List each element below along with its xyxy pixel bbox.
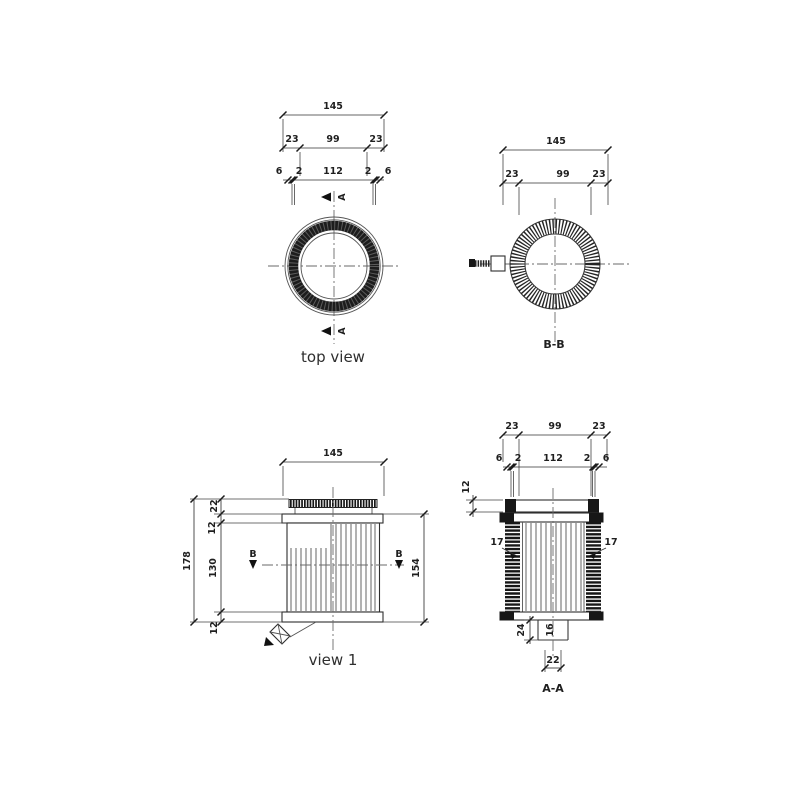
section-b-marker-right: B	[395, 549, 403, 569]
view1-dim-top-flange: 12	[207, 521, 218, 534]
aa-dim-wall-left: 6	[496, 453, 503, 464]
section-arrow-icon	[321, 326, 331, 336]
aa-dim-spout-bore: 16	[545, 623, 556, 637]
view1-dim-cap: 22	[209, 499, 220, 512]
view1-dim-178: 178	[182, 494, 199, 627]
top-view-seal-ring-knurl	[288, 220, 380, 312]
bb-drain-nozzle	[469, 255, 506, 272]
section-a-marker-bottom: A	[321, 326, 348, 336]
view1-dim-width: 145	[323, 448, 343, 459]
view1-dim-154: 154	[383, 509, 429, 627]
view1-dim-total: 178	[182, 551, 193, 571]
aa-dim-cap: 12	[461, 480, 472, 493]
top-view-bore-extension-lines	[291, 184, 376, 205]
top-view-dim-wall-left: 6	[276, 166, 283, 177]
aa-dim-mid: 99	[548, 421, 561, 432]
section-arrow-icon	[249, 560, 257, 569]
bb-dim-left: 23	[505, 169, 518, 180]
top-view-dim-inner: 112	[323, 166, 343, 177]
aa-top-flange-seal-left	[500, 513, 514, 522]
view1-left-chain-dim: 22 12 130 12	[207, 494, 226, 635]
top-view-dim-gap-left: 2	[296, 166, 303, 177]
section-aa-view: 23 99 23 6 2 112 2 6 12	[461, 421, 618, 695]
section-bb-view: 145 23 99 23 B-B	[469, 136, 632, 351]
aa-dim-spout-width: 22	[546, 655, 559, 666]
view1-bottom-flange	[281, 611, 384, 623]
bb-ring-inner	[524, 233, 586, 295]
bb-dim-mid: 99	[556, 169, 569, 180]
section-aa-label: A-A	[542, 682, 564, 695]
top-view-label: top view	[301, 348, 365, 366]
view1-cap-gasket	[288, 499, 378, 514]
view1-top-flange	[281, 513, 384, 524]
aa-dim-gap-right: 2	[584, 453, 591, 464]
bb-filter-media-hatch	[510, 219, 600, 309]
top-view-dim-face: 99	[326, 134, 339, 145]
aa-dim-23-99-23: 23 99 23	[498, 421, 612, 496]
section-b-marker-left: B	[249, 549, 257, 569]
top-view-dim-145: 145	[278, 101, 389, 152]
view1-label: view 1	[309, 651, 358, 669]
aa-cap-seal-right	[588, 499, 599, 513]
view1-drain-spout	[264, 621, 317, 646]
aa-dim-inner: 112	[543, 453, 563, 464]
aa-dim-24: 24	[516, 615, 538, 645]
section-a-letter-top: A	[337, 193, 348, 201]
aa-inner-tube-walls	[522, 522, 585, 612]
aa-dim-media-right: 17	[604, 537, 617, 548]
aa-dim-gap-left: 2	[515, 453, 522, 464]
view1-pleat-lines	[290, 524, 376, 611]
aa-dim-wall-right: 6	[603, 453, 610, 464]
top-view: 145 23 99 23 6 2 112 2 6 A	[268, 101, 400, 366]
top-view-inner-circle	[300, 232, 368, 300]
view1-left-extension-lines	[190, 498, 289, 623]
aa-dim-17-left: 17	[490, 537, 518, 559]
top-view-dim-rim-right: 23	[369, 134, 382, 145]
aa-bore-extension-lines	[510, 471, 596, 497]
view1-dim-145: 145	[278, 448, 389, 496]
top-view-outer-circle	[284, 216, 384, 316]
bb-dim-outer: 145	[546, 136, 566, 147]
top-view-dim-outer: 145	[323, 101, 343, 112]
section-arrow-icon	[321, 192, 331, 202]
aa-bottom-flange-seal-left	[500, 612, 514, 620]
aa-pleat-lines	[525, 523, 582, 611]
aa-dim-22: 22	[540, 650, 566, 673]
top-view-dim-rim-left: 23	[285, 134, 298, 145]
section-b-letter-left: B	[249, 549, 256, 560]
aa-body	[505, 522, 601, 612]
aa-cap	[511, 499, 593, 513]
aa-top-flange	[499, 512, 604, 523]
aa-cap-seal-left	[505, 499, 516, 513]
aa-dim-media-left: 17	[490, 537, 503, 548]
bb-dim-right: 23	[592, 169, 605, 180]
aa-dim-left: 23	[505, 421, 518, 432]
bb-dim-23-99-23: 23 99 23	[498, 169, 613, 215]
aa-dim-12: 12	[461, 480, 503, 517]
top-view-dim-gap-right: 2	[365, 166, 372, 177]
view-1: 145 B B	[182, 448, 429, 669]
aa-dim-right: 23	[592, 421, 605, 432]
section-b-letter-right: B	[395, 549, 402, 560]
top-view-dim-23-99-23: 23 99 23	[278, 134, 389, 176]
top-view-dim-6-2-112-2-6: 6 2 112 2 6	[276, 166, 392, 205]
aa-dim-6-2-112-2-6: 6 2 112 2 6	[496, 453, 610, 497]
aa-bottom-flange	[499, 611, 604, 621]
section-arrow-icon	[395, 560, 403, 569]
view1-dim-bottom-flange: 12	[209, 621, 220, 634]
top-view-outer-circle-2	[287, 219, 381, 313]
aa-dim-17-right: 17	[588, 537, 618, 559]
section-bb-label: B-B	[543, 338, 564, 351]
view1-dim-body: 130	[208, 558, 219, 578]
aa-dim-spout-height: 24	[516, 623, 527, 637]
section-a-letter-bottom: A	[337, 327, 348, 335]
bb-dim-145: 145	[498, 136, 613, 205]
view1-dim-side: 154	[411, 558, 422, 578]
section-a-marker-top: A	[321, 192, 348, 202]
aa-bottom-flange-seal-right	[589, 612, 603, 620]
aa-top-flange-seal-right	[589, 513, 603, 522]
top-view-seal-ring	[288, 220, 380, 312]
top-view-dim-wall-right: 6	[385, 166, 392, 177]
